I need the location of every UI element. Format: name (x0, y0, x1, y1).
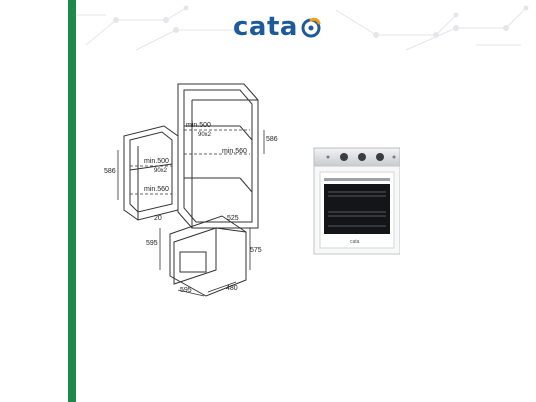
oven-window (179, 251, 207, 273)
label-oven-depth-top: 525 (227, 215, 239, 222)
label-oven-height: 595 (146, 240, 158, 247)
brand-swirl-icon (301, 17, 321, 38)
label-tall-min-depth: min.500 (186, 122, 211, 129)
oven-brand-badge: cata (350, 239, 360, 245)
circuit-background-pattern (76, 5, 529, 51)
brand-logo-text: cata (233, 12, 298, 42)
oven-window (324, 184, 390, 234)
label-tall-height: 586 (266, 136, 278, 143)
installation-diagram: min.500 90x2 586 min.560 586 min.500 90x… (104, 83, 278, 297)
label-tall-min-width: min.560 (222, 148, 247, 155)
label-oven-depth: 480 (226, 285, 238, 292)
label-oven-height-right: 575 (250, 247, 262, 254)
oven-box-outline (169, 215, 247, 297)
label-base-min-width: min.560 (144, 186, 169, 193)
oven-knob-icon (376, 153, 384, 161)
base-cabinet-outline (123, 125, 179, 221)
oven-product-image: cata (313, 147, 400, 255)
label-oven-front: 20 (154, 215, 162, 222)
oven-knob-icon (358, 153, 366, 161)
oven-handle (324, 178, 390, 181)
tall-cabinet-outline (177, 83, 259, 229)
label-base-height: 586 (104, 168, 116, 175)
label-oven-width: 595 (180, 287, 192, 294)
tall-cabinet-inner (183, 89, 253, 223)
base-cabinet-inner (129, 131, 173, 213)
oven-knobs (326, 153, 396, 161)
green-side-bar (68, 0, 76, 402)
label-tall-angle: 90x2 (198, 132, 212, 138)
label-base-angle: 90x2 (154, 168, 168, 174)
label-base-min-depth: min.500 (144, 158, 169, 165)
oven-knob-icon (340, 153, 348, 161)
brand-logo: cata (233, 12, 322, 42)
oven-front-face (173, 227, 217, 285)
